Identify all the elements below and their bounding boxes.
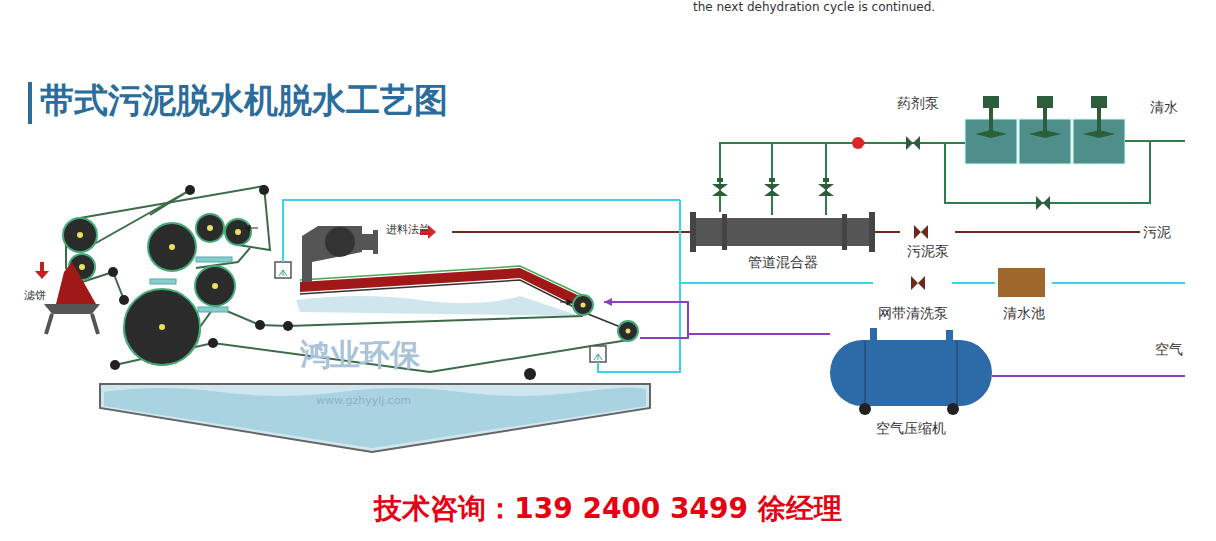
dosing-tank: [965, 96, 1125, 164]
pipe-label: 污泥: [1143, 225, 1171, 240]
pipe: [283, 141, 1185, 376]
pump-node: 药剂泵: [890, 96, 945, 152]
watermark: www.gzhyylj.com: [316, 395, 411, 407]
compressor-node: 空气压缩机: [828, 326, 994, 436]
direction-arrow: [245, 225, 572, 305]
pipe-connector: [720, 143, 890, 212]
pipe-mixer: [690, 212, 875, 252]
node-label: 空气压缩机: [876, 421, 946, 436]
pipe-connector: [952, 282, 995, 284]
valve: [712, 136, 1050, 290]
node-label: 清水池: [1003, 306, 1045, 321]
pipe-label: 进料法兰: [386, 224, 430, 236]
drain-tray: [100, 384, 650, 452]
filter-belt: [66, 186, 628, 372]
air-tank: [830, 328, 992, 415]
note-text: the next dehydration cycle is continued.: [693, 1, 935, 14]
pipe-label: 空气: [1155, 342, 1183, 357]
tank-node: 清水池: [995, 266, 1052, 321]
node-label: 药剂泵: [897, 96, 939, 111]
feed-hopper: [302, 225, 436, 282]
dosing-pump: [852, 137, 866, 149]
pump-node: 网带清洗泵: [873, 275, 952, 321]
pump-node: 污泥泵: [900, 222, 955, 259]
title: 带式污泥脱水机脱水工艺图: [40, 82, 448, 119]
pipe-label: 清水: [1150, 100, 1178, 115]
clear-water-tank: [998, 268, 1045, 297]
arrowhead: [604, 298, 612, 306]
part-label: 滤饼: [24, 290, 46, 302]
watermark: 鸿业环保: [300, 338, 420, 371]
node-label: 网带清洗泵: [878, 306, 948, 321]
title-bar: [28, 82, 32, 124]
roller: [63, 185, 638, 380]
contact-caption: 技术咨询：139 2400 3499 徐经理: [374, 494, 842, 525]
mixer-node: 管道混合器: [690, 212, 875, 270]
node-label: 污泥泵: [907, 244, 949, 259]
node-label: 管道混合器: [748, 255, 818, 270]
pipe-connector: [875, 231, 900, 233]
